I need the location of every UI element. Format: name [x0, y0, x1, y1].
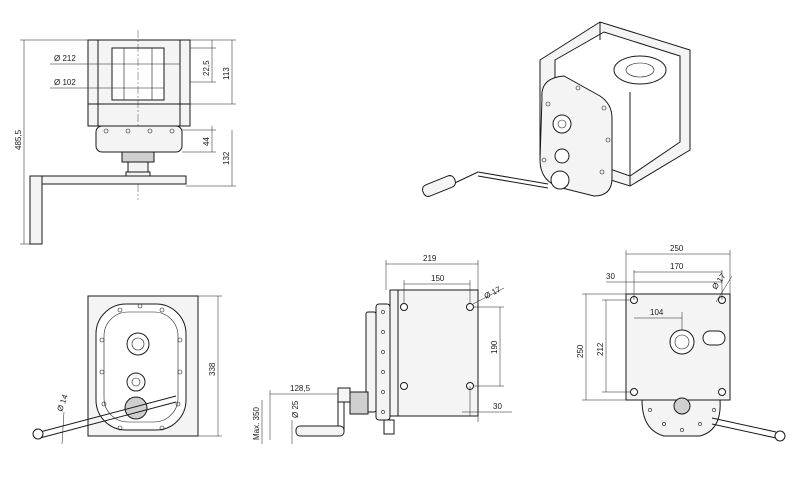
dim-side-30: 30	[493, 402, 502, 411]
top-view: Ø 212 Ø 102 22,5 113 44 132 485,5	[14, 30, 236, 245]
crank-arm	[39, 175, 187, 185]
dim-rear-30: 30	[606, 272, 615, 281]
rear-gear-housing	[641, 399, 721, 437]
dim-side-d17: Ø 17	[483, 284, 503, 300]
hub	[121, 151, 155, 163]
dim-side-d25: Ø 25	[291, 400, 300, 418]
iso-view	[421, 21, 691, 197]
side-handle-grip	[295, 425, 345, 437]
rear-slot	[702, 330, 726, 346]
iso-handle-grip	[421, 175, 457, 197]
dim-rear-250w: 250	[670, 244, 684, 253]
dim-top-113: 113	[222, 67, 231, 80]
dim-side-219: 219	[423, 254, 437, 263]
side-view: 219 150 Ø 17 190 30 128,5 Ø 25 Max. 350	[252, 254, 512, 444]
dim-rear-170: 170	[670, 262, 684, 271]
gear-housing	[95, 125, 183, 153]
dim-side-190: 190	[490, 340, 499, 354]
dim-side-max350: Max. 350	[252, 407, 261, 440]
dim-top-22-5: 22,5	[202, 60, 211, 76]
front-drum-shaft	[126, 332, 150, 356]
dim-top-44: 44	[202, 137, 211, 146]
rear-crank-knob	[774, 430, 786, 442]
side-hub	[349, 391, 369, 415]
dim-front-338: 338	[208, 362, 217, 376]
iso-shaft	[552, 114, 572, 134]
dim-top-485-5: 485,5	[14, 129, 23, 150]
dim-rear-250h: 250	[576, 344, 585, 358]
dim-rear-104: 104	[650, 308, 664, 317]
iso-drum	[613, 55, 667, 85]
dim-top-d212: Ø 212	[54, 54, 76, 63]
side-frame	[389, 289, 479, 417]
front-gear	[126, 372, 146, 392]
dim-top-d102: Ø 102	[54, 78, 76, 87]
dim-top-132: 132	[222, 151, 231, 165]
crank-grip	[29, 175, 43, 245]
iso-ratchet	[550, 170, 570, 190]
dim-side-128-5: 128,5	[290, 384, 311, 393]
front-crank-knob	[32, 428, 44, 440]
dim-rear-d17: Ø 17	[710, 271, 728, 291]
front-view: 338 Ø 14	[32, 295, 222, 445]
dim-rear-212: 212	[596, 342, 605, 356]
dim-front-d14: Ø 14	[55, 393, 70, 413]
iso-gear-housing	[539, 75, 613, 197]
dim-side-150: 150	[431, 274, 445, 283]
front-ratchet	[124, 396, 148, 420]
side-gear-housing	[375, 303, 391, 421]
rear-drum-shaft	[669, 329, 695, 355]
rear-view: 250 30 170 Ø 17 104 250 212	[576, 244, 786, 442]
